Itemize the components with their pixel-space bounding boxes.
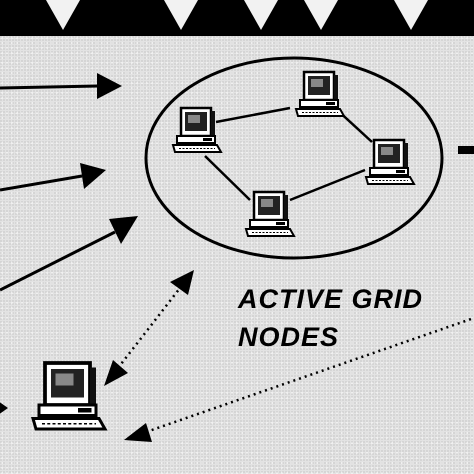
- incoming-arrows: [0, 73, 474, 414]
- grid-node-computer: [294, 70, 346, 118]
- grid-label-line-2: NODES: [238, 322, 340, 352]
- node-link: [289, 168, 366, 202]
- dotted-links: [104, 270, 474, 442]
- notch-triangle: [304, 0, 338, 30]
- incoming-arrow: [0, 73, 122, 99]
- incoming-arrow: [0, 402, 8, 414]
- node-link: [215, 106, 291, 124]
- notch-triangle: [244, 0, 278, 30]
- grid-node-computer: [244, 190, 296, 238]
- grid-boundary-ellipse: [144, 56, 444, 260]
- dotted-link: [124, 316, 474, 442]
- incoming-arrow: [0, 163, 106, 192]
- notch-triangle: [46, 0, 80, 30]
- grid-node-computer: [364, 138, 416, 186]
- notch-triangle: [164, 0, 198, 30]
- top-banner: [0, 0, 474, 36]
- grid-label-line-1: ACTIVE GRID: [238, 284, 424, 314]
- notch-triangle: [394, 0, 428, 30]
- right-edge-marker: [458, 146, 474, 154]
- standalone-computer: [31, 361, 107, 431]
- dotted-link: [104, 270, 194, 386]
- incoming-arrow: [0, 216, 138, 292]
- node-link: [204, 155, 251, 201]
- grid-node-computer: [171, 106, 223, 154]
- node-links: [204, 106, 373, 202]
